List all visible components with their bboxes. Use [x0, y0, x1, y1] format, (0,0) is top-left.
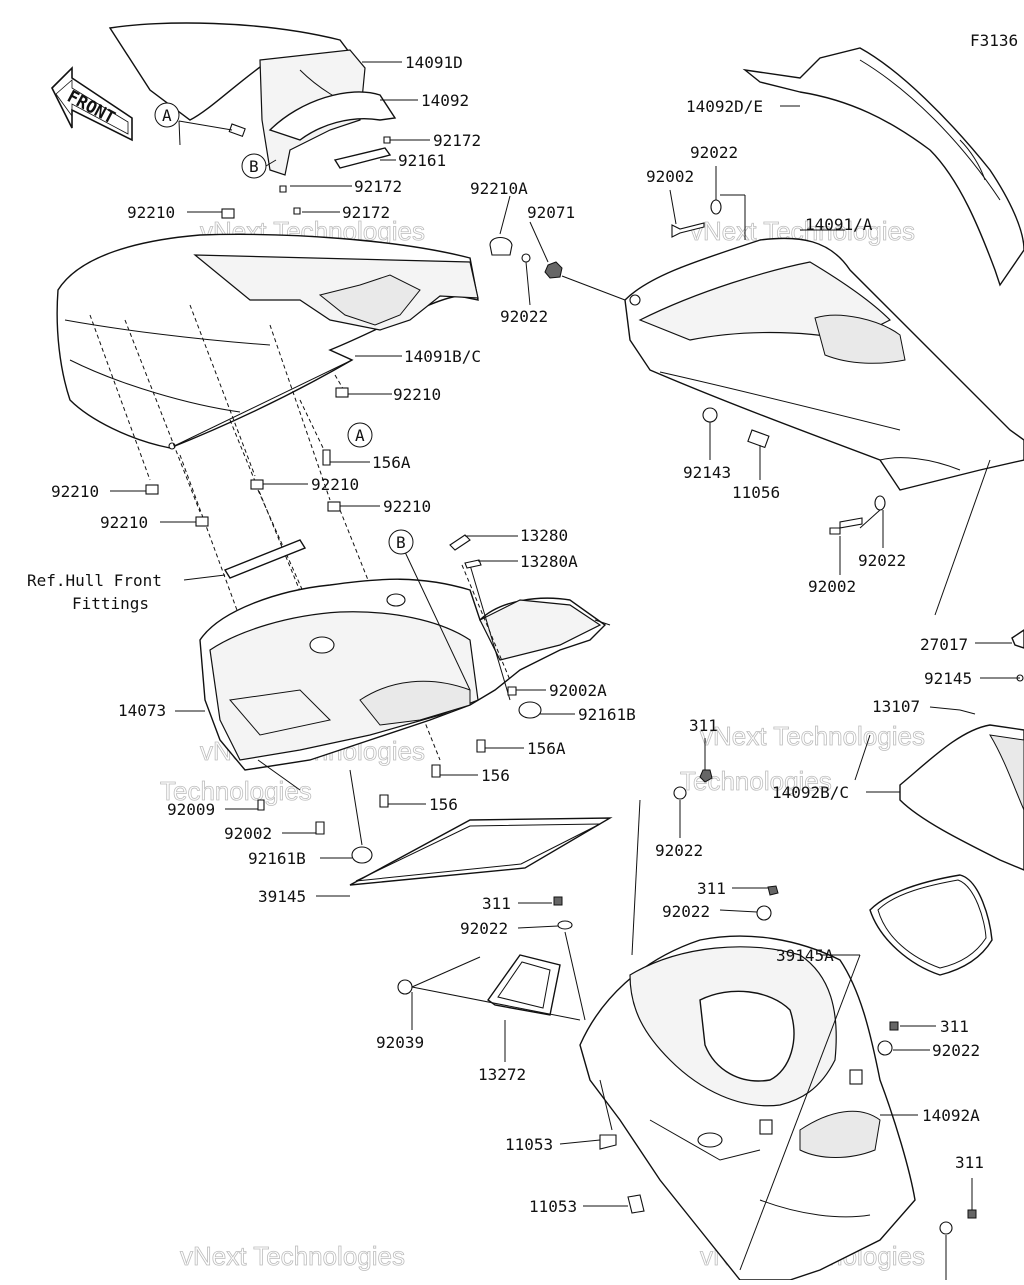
callout-label: B — [396, 533, 406, 552]
callout-label: A — [162, 106, 172, 125]
part-label: 13272 — [478, 1065, 526, 1084]
part-label: 92161B — [248, 849, 306, 868]
ref-note-line: Fittings — [72, 594, 149, 613]
part-label: 92172 — [433, 131, 481, 150]
callout-label: A — [355, 426, 365, 445]
part-92161-strip — [333, 147, 392, 169]
part-label: 14091D — [405, 53, 463, 72]
part-label: 14092B/C — [772, 783, 849, 802]
part-14091BC-hood — [56, 233, 479, 450]
callout-label: B — [249, 157, 259, 176]
part-label: 92210 — [311, 475, 359, 494]
part-label: 92022 — [662, 902, 710, 921]
part-label: 92071 — [527, 203, 575, 222]
part-labels: 14091D 14092 92172 92161 92172 92172 922… — [51, 53, 984, 1216]
part-label: 14091/A — [805, 215, 873, 234]
part-label: 13107 — [872, 697, 920, 716]
figure-code: F3136 — [970, 31, 1018, 50]
part-label: 92210 — [383, 497, 431, 516]
front-arrow-icon: FRONT — [51, 66, 133, 142]
part-label: 11053 — [505, 1135, 553, 1154]
part-label: 14092A — [922, 1106, 980, 1125]
part-14091A-cover — [624, 237, 1024, 491]
part-label: 92145 — [924, 669, 972, 688]
part-label: 39145A — [776, 946, 834, 965]
part-label: 92022 — [460, 919, 508, 938]
part-label: 13280A — [520, 552, 578, 571]
part-label: 311 — [940, 1017, 969, 1036]
part-label: 92022 — [500, 307, 548, 326]
part-label: 14091B/C — [404, 347, 481, 366]
part-label: 14092D/E — [686, 97, 763, 116]
part-14092DE-cover — [742, 47, 1024, 287]
part-label: 156A — [527, 739, 566, 758]
leader-lines — [110, 61, 1020, 1280]
part-13272-grille — [487, 954, 561, 1016]
part-label: 156 — [429, 795, 458, 814]
part-label: 14073 — [118, 701, 166, 720]
part-label: 92161B — [578, 705, 636, 724]
part-label: 92022 — [690, 143, 738, 162]
part-label: 311 — [482, 894, 511, 913]
part-39145-seal — [349, 817, 613, 886]
part-label: 92161 — [398, 151, 446, 170]
watermark-text: vNext Technologies — [700, 721, 925, 751]
part-label: 13280 — [520, 526, 568, 545]
part-label: 92002A — [549, 681, 607, 700]
callout-B-top: B — [241, 153, 267, 179]
part-label: 92022 — [655, 841, 703, 860]
part-label: 92172 — [354, 177, 402, 196]
hardware-clips — [145, 136, 391, 527]
part-label: 11053 — [529, 1197, 577, 1216]
part-14073-tray — [199, 539, 607, 771]
part-label: 156A — [372, 453, 411, 472]
part-label: 92210A — [470, 179, 528, 198]
watermark-text: vNext Technologies — [180, 1241, 405, 1271]
part-label: 92002 — [808, 577, 856, 596]
ref-note-line: Ref.Hull Front — [27, 571, 162, 590]
part-label: 39145 — [258, 887, 306, 906]
hardware-fasteners — [257, 199, 1024, 1235]
part-label: 92210 — [393, 385, 441, 404]
part-label: 156 — [481, 766, 510, 785]
part-label: 92022 — [858, 551, 906, 570]
part-label: 92009 — [167, 800, 215, 819]
part-label: 311 — [955, 1153, 984, 1172]
part-14092A-body — [579, 935, 916, 1281]
part-39145A-seal — [869, 874, 993, 976]
part-27017 — [1011, 629, 1024, 649]
part-label: 92022 — [932, 1041, 980, 1060]
callout-A-top: A — [154, 102, 180, 128]
part-14092-bracket — [268, 91, 397, 141]
part-label: 92002 — [224, 824, 272, 843]
callout-B-mid: B — [388, 529, 414, 555]
part-label: 92210 — [51, 482, 99, 501]
part-label: 92002 — [646, 167, 694, 186]
part-label: 27017 — [920, 635, 968, 654]
part-label: 311 — [697, 879, 726, 898]
part-label: 14092 — [421, 91, 469, 110]
ref-note: Ref.Hull Front Fittings — [27, 571, 226, 613]
assembly-lines-tray — [404, 551, 511, 701]
part-label: 92210 — [100, 513, 148, 532]
callout-A-mid: A — [347, 422, 373, 448]
part-label: 92172 — [342, 203, 390, 222]
part-label: 92143 — [683, 463, 731, 482]
part-label: 92039 — [376, 1033, 424, 1052]
part-label: 92210 — [127, 203, 175, 222]
part-label: 311 — [689, 716, 718, 735]
part-label: 11056 — [732, 483, 780, 502]
